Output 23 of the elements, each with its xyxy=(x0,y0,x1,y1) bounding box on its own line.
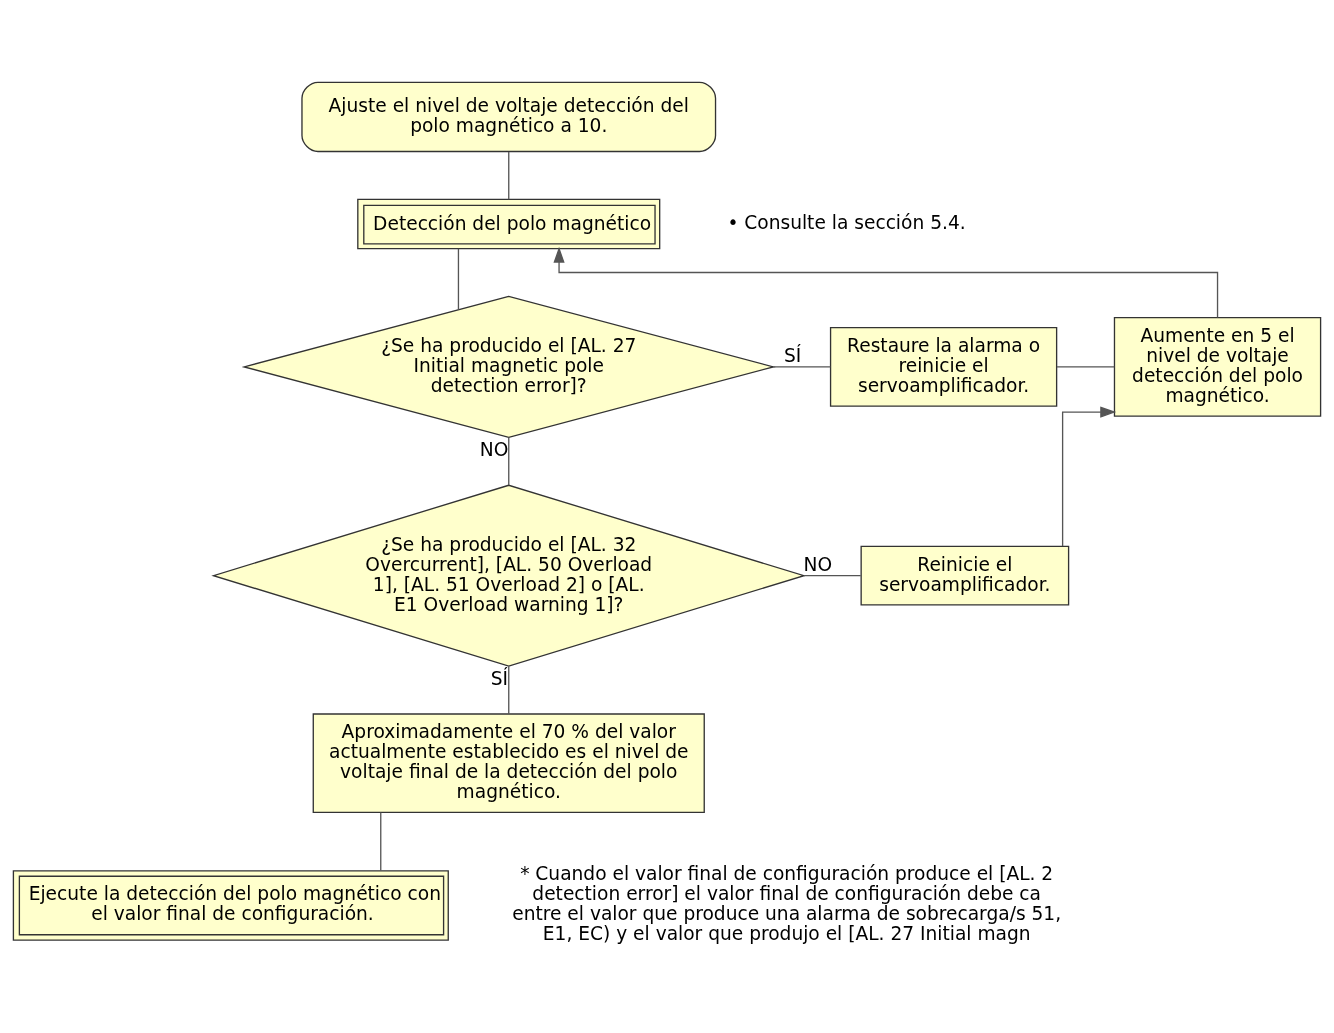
edge-label: SÍ xyxy=(490,667,509,689)
node-label: • Consulte la sección 5.4. xyxy=(727,211,966,233)
connector xyxy=(457,248,460,311)
connector xyxy=(803,575,862,577)
node-box: Detección del polo magnético xyxy=(357,198,661,250)
node-box: Restaure la alarma o reinicie el servoamplificador. xyxy=(829,327,1058,407)
edge-label: NO xyxy=(479,439,509,461)
connector xyxy=(772,366,831,368)
connector xyxy=(508,151,510,200)
node-box: Aproximadamente el 70 % del valor actualmente establecido es el nivel de voltaje final de la detección del polo magnético. xyxy=(312,713,705,814)
edge-label: SÍ xyxy=(784,344,802,366)
node-box: Ajuste el nivel de voltaje detección del polo magnético a 10. xyxy=(301,81,717,153)
node-diamond: ¿Se ha producido el [AL. 27 Initial magnetic pole detection error]? xyxy=(241,295,776,439)
node-box: Aumente en 5 el nivel de voltaje detección del polo magnético. xyxy=(1113,317,1322,417)
connector xyxy=(508,665,510,715)
connector xyxy=(508,436,510,486)
label: * Cuando el valor final de configuración produce el [AL. 2 detection error] el valor final de configuración debe ca entre el valor que produce una alarma de sobrecarga/s 51, E1, EC) y el valor que produjo el [AL. 27 Initial magn xyxy=(512,863,1062,945)
connector xyxy=(380,811,382,872)
arrow xyxy=(553,246,1219,319)
arrow xyxy=(1061,406,1117,547)
node-box: Reinicie el servoamplificador. xyxy=(860,545,1070,606)
connector xyxy=(1056,366,1115,368)
node-box: Ejecute la detección del polo magnético con el valor final de configuración. xyxy=(12,870,449,941)
